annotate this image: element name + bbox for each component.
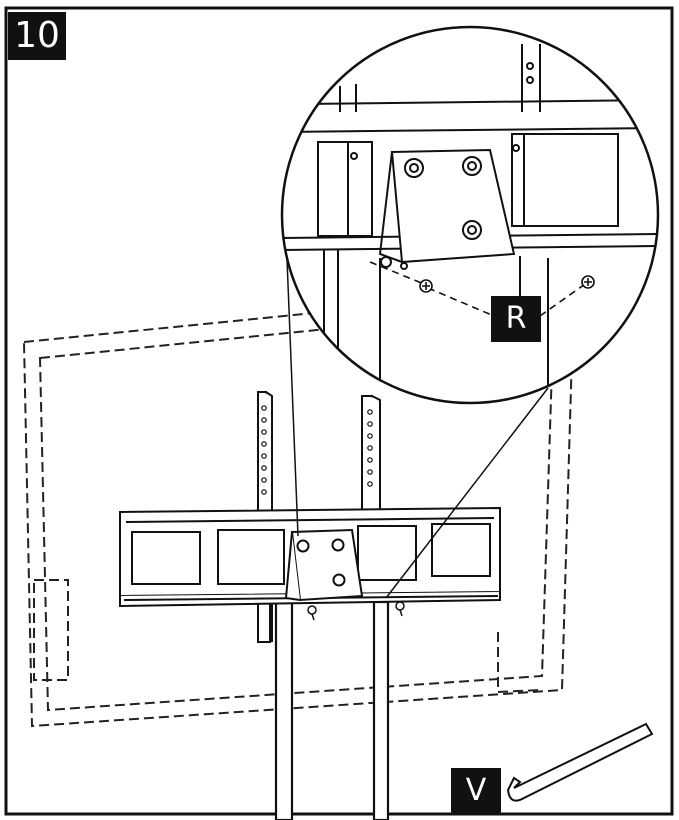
hex-key-icon [506,722,654,802]
screw-icon [419,275,595,293]
screw-callout-label: R [491,296,541,342]
zoom-lead-lines [285,233,549,599]
zoom-detail [280,25,660,405]
bracket-holes [261,405,373,495]
screw-icon [307,601,405,621]
hex-key-callout-label: V [451,768,501,814]
step-number-badge: 10 [8,12,66,60]
page-border [4,6,674,816]
stand-poles [274,600,390,820]
center-plate [284,528,364,602]
